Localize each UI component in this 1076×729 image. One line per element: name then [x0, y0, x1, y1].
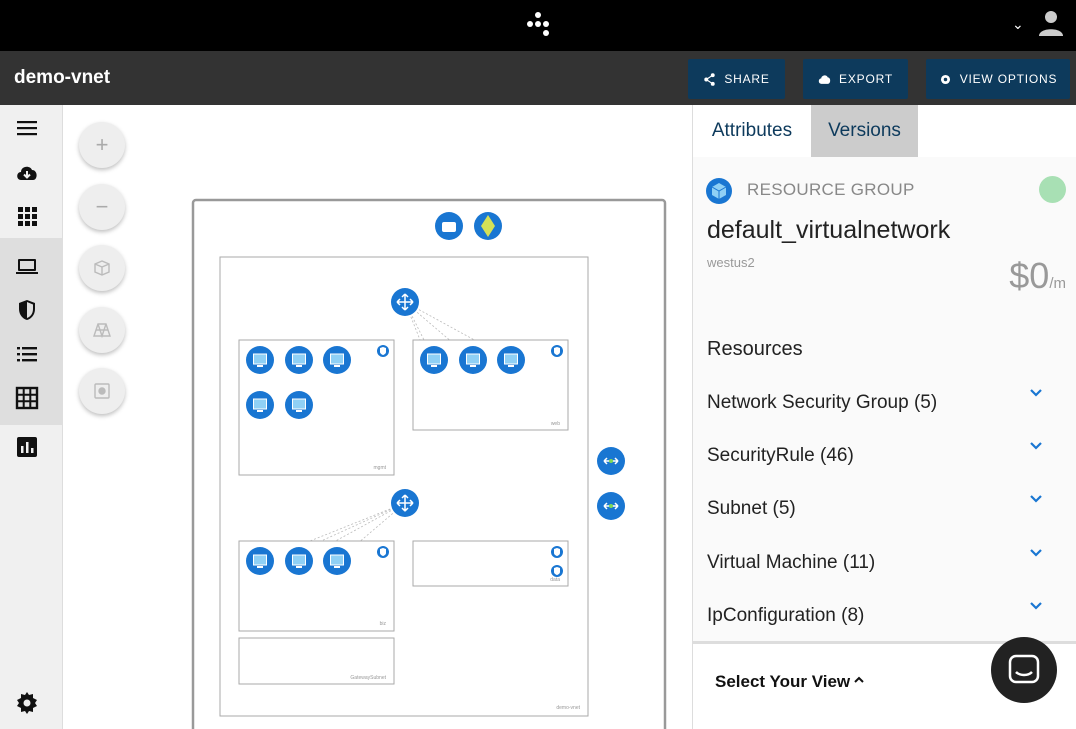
resource-row-label: Virtual Machine (11)	[707, 552, 876, 573]
resource-row-label: Subnet (5)	[707, 498, 796, 519]
vm-icon[interactable]	[284, 390, 314, 420]
vm-icon[interactable]	[496, 345, 526, 375]
nsg-icon[interactable]	[551, 546, 563, 558]
bar-chart-icon[interactable]	[14, 434, 40, 460]
resource-type-label: RESOURCE GROUP	[747, 180, 915, 199]
tab-versions[interactable]: Versions	[811, 105, 918, 157]
top-bar: ⌄	[0, 0, 1076, 51]
subnet-web-label: web	[551, 421, 560, 427]
sidebar	[0, 105, 63, 729]
settings-gear-icon[interactable]	[14, 690, 40, 716]
cube-icon	[94, 260, 110, 276]
vnet-label: demo-vnet	[556, 705, 580, 711]
layers-view-button[interactable]	[79, 307, 125, 353]
title-bar: demo-vnet SHARE EXPORT VIEW OPTIONS	[0, 51, 1076, 105]
route-table-icon[interactable]	[390, 287, 420, 317]
chevron-up-icon[interactable]	[853, 675, 865, 685]
page-title: demo-vnet	[14, 67, 111, 88]
vm-icon[interactable]	[245, 546, 275, 576]
nsg-icon[interactable]	[377, 345, 389, 357]
chevron-down-icon[interactable]	[1029, 439, 1043, 453]
zoom-out-button[interactable]: −	[79, 184, 125, 230]
resource-group-icon	[706, 178, 732, 204]
price-value: $0	[1009, 255, 1050, 296]
resource-row-vm[interactable]: Virtual Machine (11)	[707, 549, 1063, 582]
vnet-boundary	[191, 198, 667, 729]
vm-icon[interactable]	[245, 390, 275, 420]
view-options-label: VIEW OPTIONS	[959, 72, 1058, 86]
monthly-cost: $0/m	[1009, 255, 1066, 297]
list-icon[interactable]	[14, 341, 40, 367]
tab-attributes[interactable]: Attributes	[711, 120, 793, 141]
laptop-icon[interactable]	[14, 253, 40, 279]
resource-row-securityrule[interactable]: SecurityRule (46)	[707, 442, 1063, 475]
nsg-icon[interactable]	[377, 546, 389, 558]
resources-heading: Resources	[707, 338, 803, 360]
export-label: EXPORT	[839, 72, 893, 86]
subnet-mgmt-label: mgmt	[374, 465, 387, 471]
vnet-inner-boundary	[219, 256, 589, 717]
apps-grid-icon[interactable]	[14, 203, 40, 229]
zoom-in-button[interactable]: +	[79, 122, 125, 168]
select-view-label[interactable]: Select Your View	[715, 672, 851, 691]
chevron-down-icon[interactable]	[1029, 492, 1043, 506]
share-icon	[704, 72, 716, 86]
cloud-upload-icon	[818, 74, 831, 84]
user-avatar-icon[interactable]	[1037, 9, 1065, 37]
nsg-icon[interactable]	[551, 345, 563, 357]
vm-icon[interactable]	[284, 546, 314, 576]
table-grid-icon[interactable]	[14, 385, 40, 411]
focus-icon	[94, 383, 110, 399]
vnet-peering-icon[interactable]	[596, 446, 626, 476]
share-label: SHARE	[724, 72, 770, 86]
nsg-icon[interactable]	[551, 565, 563, 577]
chevron-down-icon[interactable]: ⌄	[1012, 16, 1024, 32]
route-table-icon[interactable]	[390, 488, 420, 518]
subnet-data[interactable]	[412, 540, 569, 587]
resource-row-subnet[interactable]: Subnet (5)	[707, 495, 1063, 528]
app-logo-icon[interactable]	[524, 10, 552, 38]
cloud-download-icon[interactable]	[14, 160, 40, 186]
subnet-gateway-label: GatewaySubnet	[350, 675, 386, 681]
status-indicator	[1039, 176, 1066, 203]
menu-icon[interactable]	[14, 115, 40, 141]
vm-icon[interactable]	[322, 345, 352, 375]
diagram-canvas[interactable]: + − demo-vnet mgmt	[63, 105, 692, 729]
shield-icon[interactable]	[14, 297, 40, 323]
cube-view-button[interactable]	[79, 245, 125, 291]
price-unit: /m	[1049, 275, 1066, 292]
chevron-down-icon[interactable]	[1029, 546, 1043, 560]
resource-name: default_virtualnetwork	[707, 216, 951, 244]
export-button[interactable]: EXPORT	[803, 59, 908, 99]
network-diagram: demo-vnet mgmt web biz data GatewaySubne…	[191, 198, 667, 729]
vnet-peering-icon[interactable]	[596, 491, 626, 521]
layers-icon	[93, 323, 111, 339]
subnet-biz-label: biz	[380, 621, 387, 627]
chat-icon	[1008, 654, 1040, 684]
resource-region: westus2	[707, 255, 755, 270]
resource-row-nsg[interactable]: Network Security Group (5)	[707, 389, 1063, 422]
chevron-down-icon[interactable]	[1029, 386, 1043, 400]
vm-icon[interactable]	[322, 546, 352, 576]
vm-icon[interactable]	[458, 345, 488, 375]
vm-icon[interactable]	[245, 345, 275, 375]
resource-row-ipconfig[interactable]: IpConfiguration (8)	[707, 602, 1063, 635]
panel-tabs: Attributes Versions	[693, 105, 1076, 157]
resource-row-label: SecurityRule (46)	[707, 445, 854, 466]
chevron-down-icon[interactable]	[1029, 599, 1043, 613]
focus-view-button[interactable]	[79, 368, 125, 414]
vm-icon[interactable]	[419, 345, 449, 375]
chat-support-button[interactable]	[991, 637, 1057, 703]
subnet-gateway[interactable]	[238, 637, 395, 685]
resource-row-label: IpConfiguration (8)	[707, 605, 865, 626]
details-panel: Attributes Versions RESOURCE GROUP defau…	[692, 105, 1076, 729]
vm-icon[interactable]	[284, 345, 314, 375]
gear-icon	[940, 74, 950, 84]
view-options-button[interactable]: VIEW OPTIONS	[926, 59, 1070, 99]
share-button[interactable]: SHARE	[688, 59, 785, 99]
subnet-data-label: data	[550, 577, 560, 583]
resource-row-label: Network Security Group (5)	[707, 392, 938, 413]
